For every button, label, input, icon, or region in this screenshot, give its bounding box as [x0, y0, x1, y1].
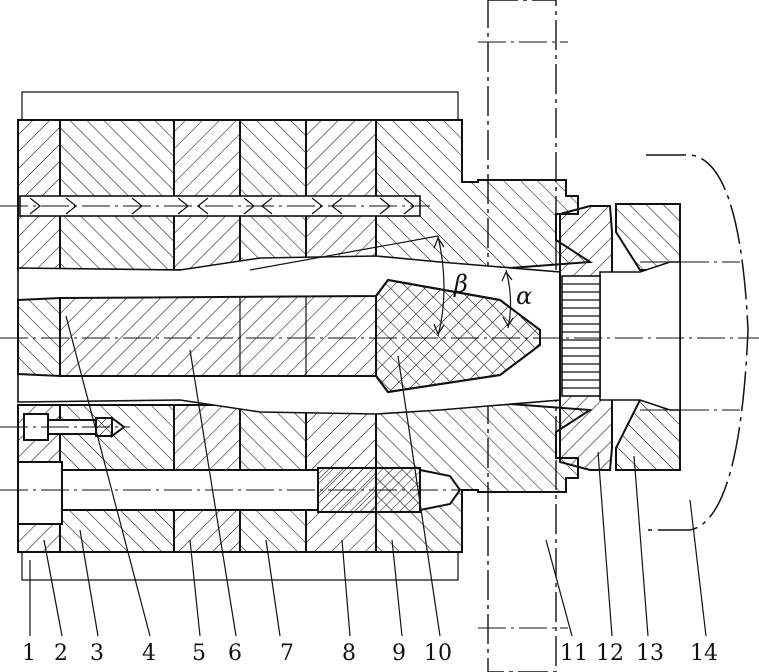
assembly-envelope — [21, 91, 459, 581]
thread-adjuster — [561, 275, 601, 397]
spider-part-4 — [17, 296, 61, 378]
mandrel-tip-part-10 — [375, 278, 541, 394]
part-number-11: 11 — [560, 641, 588, 666]
part-number-3: 3 — [90, 641, 104, 666]
alpha-angle-label: α — [516, 282, 532, 310]
die-body-lower — [375, 402, 594, 553]
leader-lines — [29, 315, 707, 637]
part-number-10: 10 — [424, 641, 452, 666]
part-number-5: 5 — [192, 641, 206, 666]
dowel-pin-row — [0, 195, 430, 217]
part-number-1: 1 — [22, 641, 36, 666]
part-number-7: 7 — [280, 641, 294, 666]
beta-angle-label: β — [453, 270, 468, 298]
part-number-labels: 1 2 3 4 5 6 7 8 9 10 11 12 13 14 — [22, 641, 718, 666]
part-number-6: 6 — [228, 641, 242, 666]
part-number-12: 12 — [596, 641, 624, 666]
part-number-8: 8 — [342, 641, 356, 666]
die-body-part-9 — [375, 119, 594, 270]
plate-stack-upper — [17, 119, 377, 271]
part-number-13: 13 — [636, 641, 664, 666]
guard-cover-part-14 — [646, 154, 749, 531]
tie-bolt — [0, 461, 470, 525]
part-number-2: 2 — [54, 641, 68, 666]
set-screw — [0, 413, 130, 441]
die-lip-parts-12-13 — [559, 203, 681, 471]
part-number-9: 9 — [392, 641, 406, 666]
part-number-14: 14 — [690, 641, 718, 666]
angle-dimensions: β α — [249, 235, 532, 337]
part-number-4: 4 — [142, 641, 156, 666]
